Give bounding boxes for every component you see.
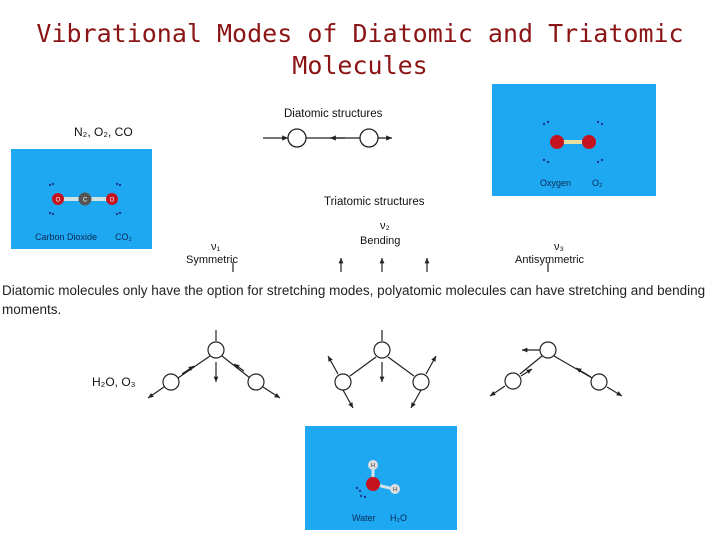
anti-right-arrow <box>606 386 623 397</box>
sym-right-in-arrow <box>233 363 245 372</box>
stretching-bending-statement: Diatomic molecules only have the option … <box>2 283 706 317</box>
h2o-hydrogen-atom-2 <box>390 484 400 494</box>
sym-bond-right <box>221 355 251 379</box>
bend-right-atom <box>412 373 430 391</box>
sym-left-in-arrow <box>181 365 195 375</box>
diatomic-heading: Diatomic structures <box>284 108 383 120</box>
h2o-hydrogen-atom-1 <box>368 460 378 470</box>
h2o-model-panel: Water H₂O <box>305 426 457 530</box>
diatomic-atom-1 <box>287 128 307 148</box>
bend-right-up-arrow <box>425 355 437 375</box>
antisymmetric-symbol: ν₃ <box>554 241 564 253</box>
o2-lone-pairs <box>542 120 604 164</box>
sym-center-atom <box>207 341 225 359</box>
bending-diagram <box>327 330 437 409</box>
antisymmetric-label: Antisymmetric <box>515 254 585 266</box>
sym-left-arrow <box>147 386 165 399</box>
h2o-formula: H₂O <box>390 513 407 523</box>
o2-model <box>542 120 604 164</box>
co2-atom-label-o1: O <box>56 198 61 204</box>
h2o-model: H H <box>355 460 400 499</box>
h2o-oxygen-atom <box>366 477 380 491</box>
antisymmetric-stretch-diagram <box>489 341 623 397</box>
co2-oxygen-atom-1 <box>52 193 64 205</box>
diatomic-stretch-diagram <box>263 128 392 148</box>
co2-name: Carbon Dioxide <box>35 232 98 242</box>
anti-left-arrow <box>489 385 506 397</box>
mode-top-arrows <box>232 258 549 272</box>
bend-bond-right <box>387 356 415 377</box>
sym-bond-left <box>177 355 211 379</box>
triatomic-heading: Triatomic structures <box>324 196 425 208</box>
anti-bond-left <box>519 355 543 375</box>
anti-right-atom <box>590 373 608 391</box>
anti-right-in-arrow <box>575 367 592 378</box>
o2-oxygen-atom-1 <box>550 135 564 149</box>
h2o-atom-label-h2: H <box>393 487 397 493</box>
bend-right-down-arrow <box>410 389 422 409</box>
diatomic-atom-2 <box>359 128 379 148</box>
bending-label: Bending <box>360 235 401 247</box>
o2-formula: O₂ <box>592 178 603 188</box>
co2-model: O C O <box>48 182 122 216</box>
triatomic-formula: H₂O, O₃ <box>92 375 136 389</box>
symmetric-label: Symmetric <box>186 254 238 266</box>
bend-bond-left <box>349 356 377 377</box>
h2o-lone-pairs <box>355 486 367 499</box>
h2o-atom-label-h1: H <box>371 463 375 469</box>
anti-left-in-arrow <box>520 368 533 377</box>
sym-right-atom <box>247 373 265 391</box>
diatomic-formula: N₂, O₂, CO <box>74 125 133 139</box>
page-title: Vibrational Modes of Diatomic and Triato… <box>36 19 684 80</box>
o2-oxygen-atom-2 <box>582 135 596 149</box>
bend-center-atom <box>373 341 391 359</box>
anti-center-atom <box>539 341 557 359</box>
symmetric-stretch-diagram <box>147 330 281 399</box>
bending-symbol: ν₂ <box>380 220 390 232</box>
co2-oxygen-atom-2 <box>106 193 118 205</box>
anti-left-atom <box>504 372 522 390</box>
symmetric-symbol: ν₁ <box>211 241 221 253</box>
sym-left-atom <box>162 373 180 391</box>
co2-lone-pairs <box>48 182 122 216</box>
o2-name: Oxygen <box>540 178 572 188</box>
co2-atom-label-o2: O <box>110 198 115 204</box>
bend-left-down-arrow <box>342 389 354 409</box>
co2-carbon-atom <box>78 192 92 206</box>
sym-right-arrow <box>262 386 281 399</box>
bend-left-up-arrow <box>327 355 339 375</box>
co2-formula: CO₂ <box>115 232 132 242</box>
bend-left-atom <box>334 373 352 391</box>
co2-atom-label-c: C <box>83 198 88 204</box>
h2o-name: Water <box>352 513 376 523</box>
